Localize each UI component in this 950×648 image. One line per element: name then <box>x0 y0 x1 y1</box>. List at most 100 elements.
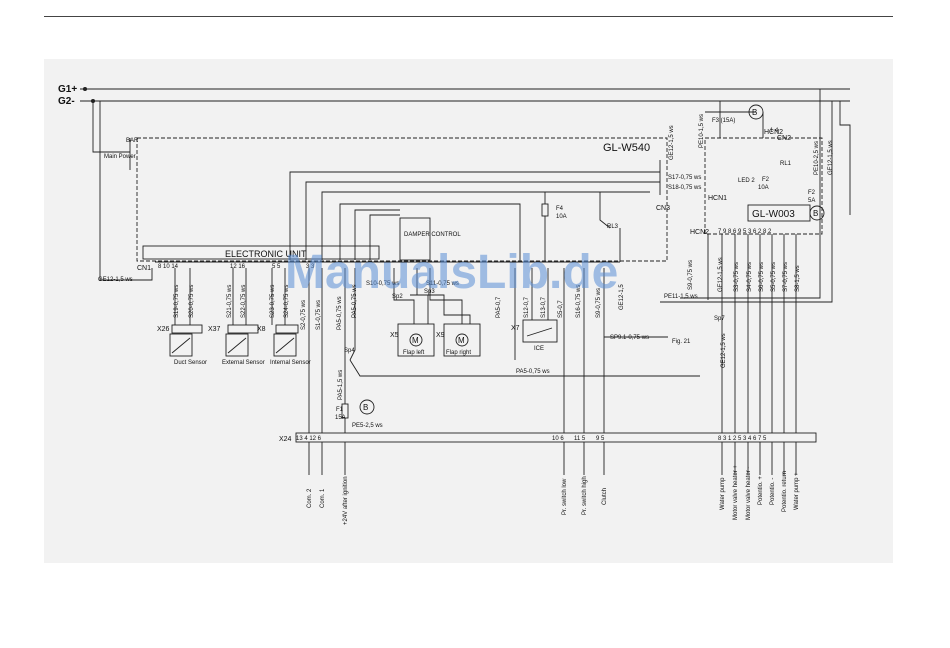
x24-pins-mid3: 9 5 <box>596 436 605 442</box>
sp3-label: Sp3 <box>424 289 435 295</box>
f1-label: F1 <box>336 407 344 413</box>
terminal-com2: Com. 2 <box>307 488 313 508</box>
cn1-pins-left: 8 10 14 <box>158 264 179 270</box>
wire-ge12-left: GE12-1,5 ws <box>98 277 133 283</box>
wire-s11: S11-0,75 ws <box>426 281 459 287</box>
flap-left-label: Flap left <box>403 350 425 356</box>
rl1-label: RL1 <box>780 161 792 167</box>
m-label-right: M <box>458 336 465 345</box>
wire-s8: S8-1,5 ws <box>795 265 801 292</box>
x26-label: X26 <box>157 326 170 333</box>
f2a-label: F2 <box>762 177 770 183</box>
internal-sensor-label: Internal Sensor <box>270 360 311 366</box>
terminal-water-pump: Water pump <box>720 477 726 510</box>
gl-w540-label: GL-W540 <box>603 142 650 154</box>
flap-right-label: Flap right <box>446 350 471 356</box>
external-sensor-symbol <box>225 333 249 357</box>
wire-ge12-low: GE12-1,5 ws <box>721 333 727 368</box>
x37-label: X37 <box>208 326 221 333</box>
hcn2-label-bottom: HCN2 <box>690 229 709 236</box>
wire-pe10-15: PE10-1,5 ws <box>699 114 705 148</box>
wire-s10: S10-0,75 ws <box>366 281 399 287</box>
m-label-left: M <box>412 336 419 345</box>
gl-w003-label: GL-W003 <box>752 209 795 220</box>
ice-switch-box <box>522 319 558 343</box>
electronic-unit-box <box>142 245 380 260</box>
wire-s3: S3-0,75 ws <box>734 262 740 292</box>
wire-s23: S23-0,75 ws <box>270 285 276 318</box>
wire-ge12-v: GE12-1,5 <box>619 284 625 310</box>
terminal-potentio-plus: Potentio. + <box>758 476 764 505</box>
hcn2-pins: 7 9 8 6 9 5 3 6 2 8 2 <box>718 229 772 235</box>
x24-pins-mid2: 11 5 <box>574 436 586 442</box>
f1-value: 15A <box>335 415 346 421</box>
cn1-pins-c: 3 3 <box>306 264 315 270</box>
wire-s5b: S5-0,75 ws <box>771 262 777 292</box>
x5-label: X5 <box>390 332 399 339</box>
wire-pa5-c: PA5-0,7 <box>496 296 502 318</box>
wire-s4: S4-0,75 ws <box>747 262 753 292</box>
wire-pe11: PE11-1,5 ws <box>664 294 698 300</box>
internal-sensor-symbol <box>273 333 297 357</box>
wire-s2: S2-0,75 ws <box>301 300 307 330</box>
x24-strip <box>295 432 817 443</box>
cn3-label: CN3 <box>656 205 670 212</box>
g1-label: G1+ <box>58 84 77 95</box>
damper-control-label: DAMPER CONTROL <box>404 232 461 238</box>
b-label-top: B <box>752 108 757 117</box>
terminal-motor-valve-heater-minus: Motor valve heater - <box>746 467 752 520</box>
gl-w540-box <box>136 137 668 262</box>
b-label-f1: B <box>363 403 368 412</box>
duct-sensor-symbol <box>169 333 193 357</box>
page-top-rule <box>44 16 893 17</box>
wire-pe5: PE5-2,5 ws <box>352 423 383 429</box>
terminal-potentio-minus: Potentio. - <box>770 478 776 505</box>
wire-s5: S5-0,7 <box>558 300 564 318</box>
terminal-pr-switch-high: Pr. switch high <box>582 476 588 515</box>
x8-label: X8 <box>257 326 266 333</box>
f2b-value: 5A <box>808 198 815 204</box>
fig-ref: Fig. 21 <box>672 339 691 345</box>
wire-s21: S21-0,75 ws <box>227 285 233 318</box>
wire-pa5-a: PA5-0,75 ws <box>337 296 343 330</box>
f2b-label: F2 <box>808 190 816 196</box>
x24-pins-left: 13 4 12 6 <box>296 436 322 442</box>
cn1-pins-b: 5 5 <box>272 264 281 270</box>
flap-right-motor-symbol <box>455 333 469 347</box>
wire-pa5-b: PA5-0,75 ws <box>352 284 358 318</box>
b-circle-f1 <box>359 399 375 415</box>
wire-pa5-15: PA5-1,5 ws <box>338 370 344 400</box>
main-power-label: Main Power <box>104 154 136 160</box>
sp4-label: Sp4 <box>344 348 355 354</box>
hcn2-label-top: HCN2 <box>764 129 783 136</box>
wire-s19: S19-0,75 ws <box>174 285 180 318</box>
duct-sensor-label: Duct Sensor <box>174 360 207 366</box>
terminal-com1: Com. 1 <box>320 488 326 508</box>
x9-label: X9 <box>436 332 445 339</box>
x24-pins-right: 8 3 1 2 5 3 4 6 7 5 <box>718 436 767 442</box>
gl-w003-box <box>704 137 823 235</box>
x24-label: X24 <box>279 436 292 443</box>
f4-label: F4 <box>556 206 564 212</box>
g2-label: G2- <box>58 96 75 107</box>
x24-pins-mid1: 10 6 <box>552 436 564 442</box>
flap-left-motor-symbol <box>409 333 423 347</box>
wire-s1: S1-0,75 ws <box>316 300 322 330</box>
terminal-motor-valve-heater-plus: Motor valve heater + <box>733 465 739 520</box>
wire-s18: S18-0,75 ws <box>668 185 701 191</box>
wire-pe10-25: PE10-2,5 ws <box>814 141 820 175</box>
wire-s9b: S9-0,75 ws <box>688 260 694 290</box>
rl3-label: RL3 <box>607 224 619 230</box>
f4-value: 10A <box>556 214 567 220</box>
diagram-frame <box>44 59 893 563</box>
cn2-label: CN2 <box>777 135 791 142</box>
terminal-potentio-return: Potentio. return <box>782 471 788 512</box>
wire-s20: S20-0,75 ws <box>189 285 195 318</box>
led2-label: LED 2 <box>738 178 755 184</box>
electronic-unit-label: ELECTRONIC UNIT <box>225 249 307 259</box>
wire-s12: S12-0,7 <box>524 296 530 318</box>
b-circle-right <box>809 205 825 221</box>
wire-ge12-top: GE12-1,5 ws <box>669 125 675 160</box>
wire-ge12-right: GE12-1,5 ws <box>828 140 834 175</box>
